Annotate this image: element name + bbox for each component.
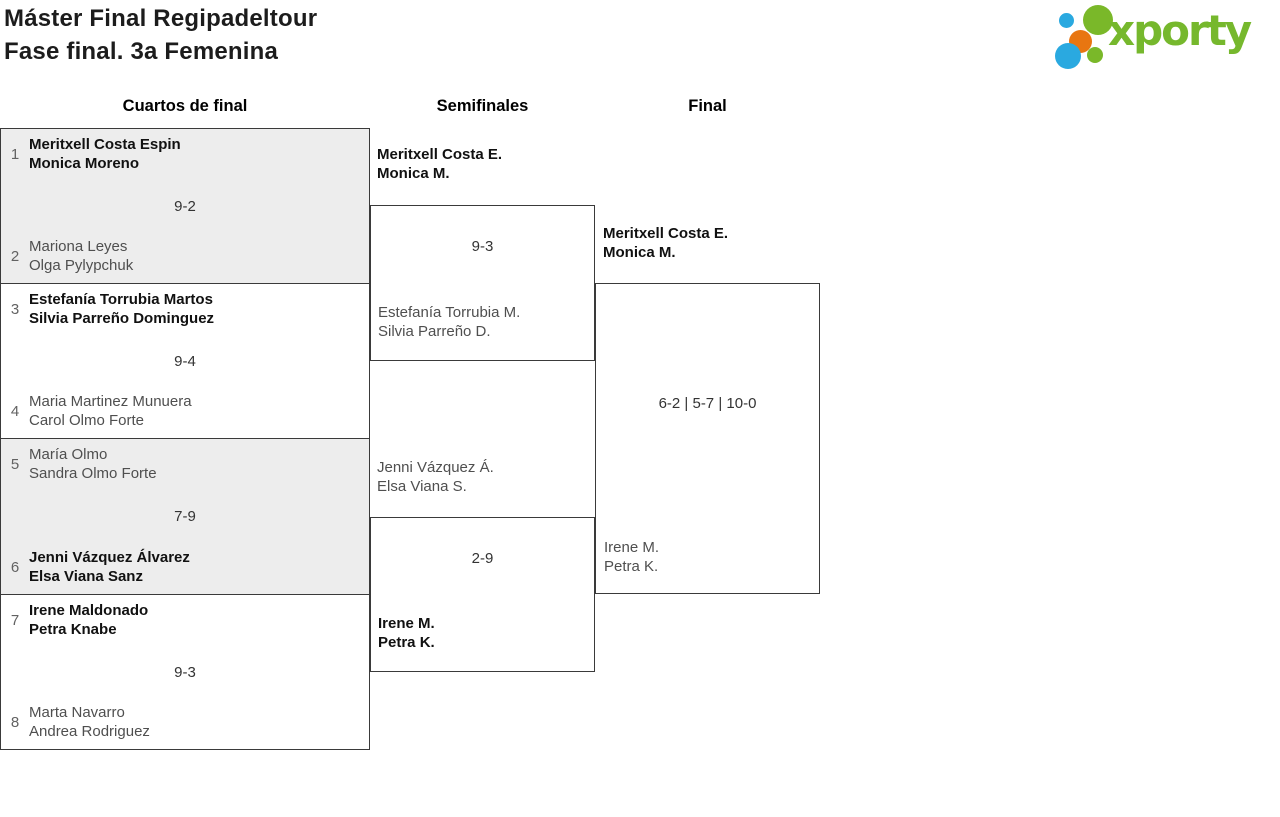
semifinal-match-2[interactable]: 2-9 Irene M. Petra K. xyxy=(370,517,595,672)
player-name: Olga Pylypchuk xyxy=(29,256,134,274)
page-title-line1: Máster Final Regipadeltour xyxy=(4,5,318,32)
seed-number: 2 xyxy=(10,248,20,265)
player-name: Irene Maldonado xyxy=(29,602,149,619)
quarterfinal-match-4[interactable]: 7 Irene Maldonado Petra Knabe 9-3 8 Mart… xyxy=(0,594,370,750)
match-score: 6-2 | 5-7 | 10-0 xyxy=(658,395,757,412)
round-header-quarterfinals: Cuartos de final xyxy=(122,97,248,115)
logo-dot-green-large-icon xyxy=(1083,5,1113,35)
player-name: Monica M. xyxy=(377,164,450,182)
player-name: Petra K. xyxy=(604,557,659,575)
player-name: Monica M. xyxy=(603,243,676,261)
seed-number: 5 xyxy=(10,456,20,473)
xporty-logo[interactable]: xporty xyxy=(1048,0,1280,72)
seed-number: 6 xyxy=(10,559,20,576)
match-score: 7-9 xyxy=(174,508,196,525)
player-name: María Olmo xyxy=(29,446,108,463)
quarterfinal-match-2[interactable]: 3 Estefanía Torrubia Martos Silvia Parre… xyxy=(0,283,370,439)
logo-dot-blue-large-icon xyxy=(1055,43,1081,69)
player-name: Jenni Vázquez Álvarez xyxy=(29,549,190,566)
logo-wordmark: xporty xyxy=(1108,6,1252,55)
match-score: 9-3 xyxy=(174,664,196,681)
player-name: Marta Navarro xyxy=(29,704,125,721)
page-title-line2: Fase final. 3a Femenina xyxy=(4,38,279,65)
quarterfinal-match-1[interactable]: 1 Meritxell Costa Espin Monica Moreno 9-… xyxy=(0,128,370,284)
logo-dot-green-small-icon xyxy=(1087,47,1103,63)
player-name: Meritxell Costa Espin xyxy=(29,136,181,153)
semifinal-2-bottom-team: Irene M. Petra K. xyxy=(378,615,435,652)
player-name: Irene M. xyxy=(378,615,435,632)
player-name: Carol Olmo Forte xyxy=(29,411,145,429)
player-name: Elsa Viana S. xyxy=(377,477,467,495)
player-name: Meritxell Costa E. xyxy=(603,225,729,242)
seed-number: 8 xyxy=(10,714,20,731)
seed-number: 1 xyxy=(10,146,20,163)
player-name: Estefanía Torrubia M. xyxy=(378,304,521,321)
logo-dot-blue-small-icon xyxy=(1059,13,1074,28)
team-pair: Maria Martinez Munuera Carol Olmo Forte xyxy=(29,393,192,430)
seed-number: 3 xyxy=(10,301,20,318)
player-name: Mariona Leyes xyxy=(29,238,128,255)
player-name: Monica Moreno xyxy=(29,154,140,172)
player-name: Maria Martinez Munuera xyxy=(29,393,192,410)
player-name: Irene M. xyxy=(604,539,660,556)
seed-number: 7 xyxy=(10,612,20,629)
player-name: Petra K. xyxy=(378,633,435,651)
player-name: Petra Knabe xyxy=(29,620,117,638)
player-name: Jenni Vázquez Á. xyxy=(377,459,494,476)
team-pair: María Olmo Sandra Olmo Forte xyxy=(29,446,157,483)
round-header-semifinals: Semifinales xyxy=(436,97,529,115)
team-pair: Meritxell Costa Espin Monica Moreno xyxy=(29,136,181,173)
match-score: 9-4 xyxy=(174,353,196,370)
player-name: Elsa Viana Sanz xyxy=(29,567,143,585)
semifinal-1-top-team: Meritxell Costa E. Monica M. xyxy=(377,146,502,183)
final-bottom-team: Irene M. Petra K. xyxy=(604,539,659,576)
seed-number: 4 xyxy=(10,403,20,420)
semifinal-2-top-team: Jenni Vázquez Á. Elsa Viana S. xyxy=(377,459,494,496)
team-pair: Jenni Vázquez Álvarez Elsa Viana Sanz xyxy=(29,549,190,586)
player-name: Meritxell Costa E. xyxy=(377,146,503,163)
page-title: Máster Final Regipadeltour Fase final. 3… xyxy=(4,2,317,68)
semifinal-1-bottom-team: Estefanía Torrubia M. Silvia Parreño D. xyxy=(378,304,520,341)
team-pair: Marta Navarro Andrea Rodriguez xyxy=(29,704,150,741)
player-name: Sandra Olmo Forte xyxy=(29,464,157,482)
match-score: 9-2 xyxy=(174,198,196,215)
team-pair: Irene Maldonado Petra Knabe xyxy=(29,602,148,639)
quarterfinal-match-3[interactable]: 5 María Olmo Sandra Olmo Forte 7-9 6 Jen… xyxy=(0,438,370,595)
team-pair: Mariona Leyes Olga Pylypchuk xyxy=(29,238,133,275)
player-name: Estefanía Torrubia Martos xyxy=(29,291,213,308)
final-top-team: Meritxell Costa E. Monica M. xyxy=(603,225,728,262)
final-match[interactable]: 6-2 | 5-7 | 10-0 Irene M. Petra K. xyxy=(595,283,820,594)
player-name: Andrea Rodriguez xyxy=(29,722,150,740)
round-header-final: Final xyxy=(688,97,727,115)
semifinal-match-1[interactable]: 9-3 Estefanía Torrubia M. Silvia Parreño… xyxy=(370,205,595,361)
match-score: 2-9 xyxy=(471,550,494,567)
player-name: Silvia Parreño D. xyxy=(378,322,491,340)
team-pair: Estefanía Torrubia Martos Silvia Parreño… xyxy=(29,291,214,328)
player-name: Silvia Parreño Dominguez xyxy=(29,309,215,327)
match-score: 9-3 xyxy=(471,238,494,255)
